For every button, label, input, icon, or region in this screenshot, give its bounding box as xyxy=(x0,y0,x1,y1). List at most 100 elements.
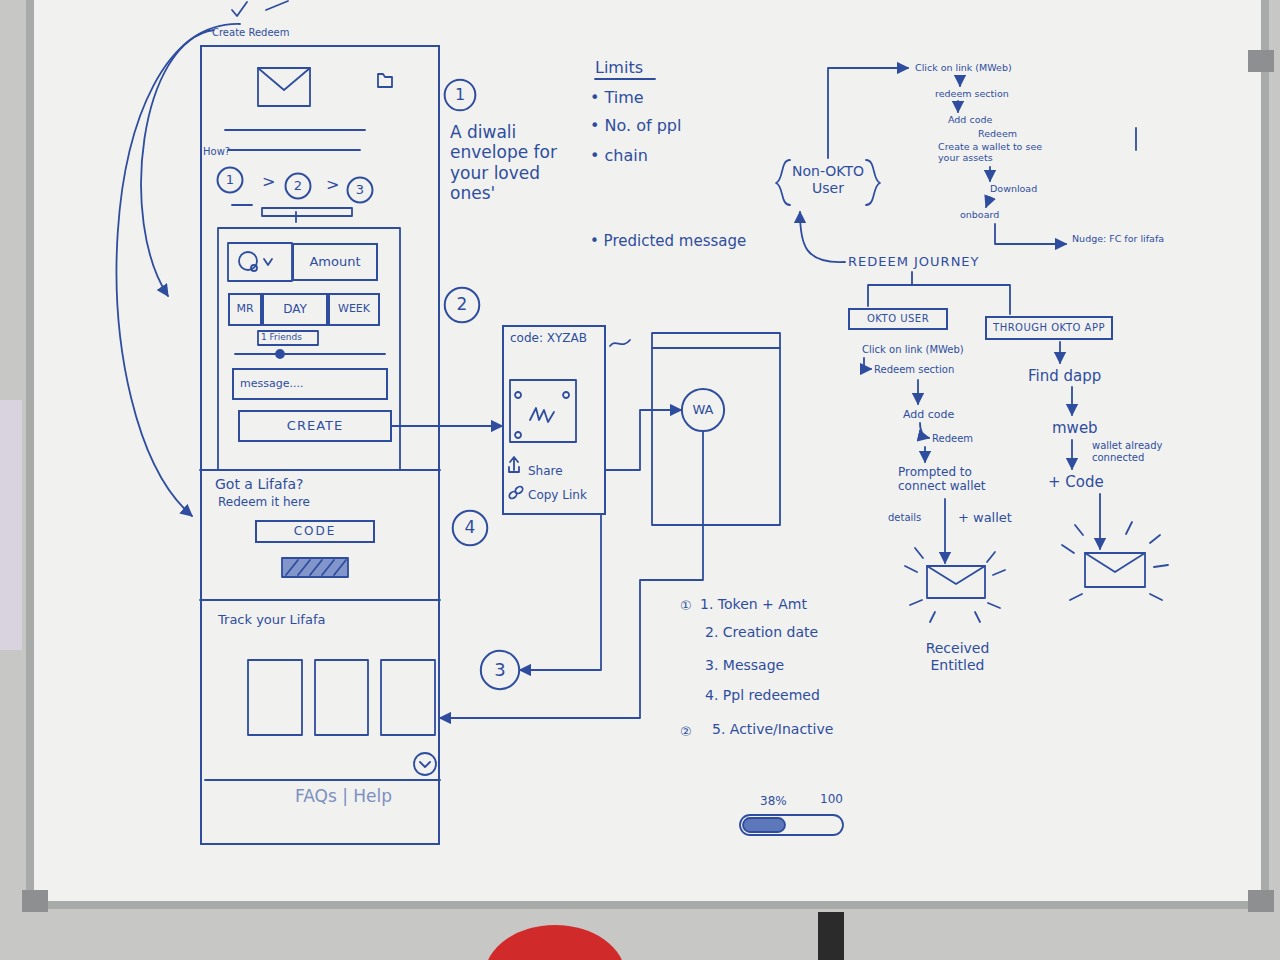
list-item: 1. Token + Amt xyxy=(700,596,807,613)
section-divider xyxy=(200,469,440,471)
phone-wireframe: Create Redeem123AmountMRDAYWEEKmessage..… xyxy=(200,45,440,845)
footer-link: FAQs | Help xyxy=(295,786,392,806)
flow-arrow xyxy=(917,380,919,404)
flow-step: Redeem xyxy=(932,433,973,445)
whatsapp-screen xyxy=(652,333,780,525)
token-icon xyxy=(239,252,257,270)
list-item: • chain xyxy=(590,146,648,165)
callout-number: 4 xyxy=(452,510,488,546)
node-text: Copy Link xyxy=(528,489,587,503)
progress-fill xyxy=(743,818,785,832)
step-bar xyxy=(295,212,297,222)
flow-step: onboard xyxy=(960,209,999,220)
envelope-icon xyxy=(1085,553,1145,587)
create-button: CREATE xyxy=(238,410,392,442)
whatsapp-circle: WA xyxy=(681,388,725,432)
pen-stroke xyxy=(1135,128,1137,150)
node-text: 1 xyxy=(455,86,465,104)
node-text: 3 xyxy=(494,660,505,681)
period-tab: MR xyxy=(228,293,262,326)
lifafa-card xyxy=(315,660,368,735)
sparkle-rays xyxy=(1062,522,1168,600)
message-field: message.... xyxy=(232,368,388,400)
pen-stroke xyxy=(610,340,630,346)
check-mark xyxy=(232,2,247,16)
form-panel xyxy=(218,228,400,470)
circle-outline xyxy=(218,168,243,193)
flow-step: Click on link (MWeb) xyxy=(915,62,1012,73)
flow-step: redeem section xyxy=(935,88,1009,99)
share-icon xyxy=(509,457,519,472)
node-text: Share xyxy=(528,465,563,479)
text-placeholder xyxy=(225,129,365,131)
callout-number: ② xyxy=(680,724,692,740)
node-text: WA xyxy=(692,403,713,418)
node-text: Create Redeem xyxy=(212,27,289,39)
flow-arrow xyxy=(995,224,1066,244)
step-separator: > xyxy=(326,175,339,194)
flow-step: wallet already connected xyxy=(1092,440,1192,464)
flow-arrow xyxy=(920,423,929,438)
list-item: 2. Creation date xyxy=(705,624,818,641)
flow-connector xyxy=(520,515,601,670)
underline xyxy=(595,78,655,80)
flow-connector xyxy=(606,410,681,470)
list-item: 3. Message xyxy=(705,657,784,674)
node-text: CREATE xyxy=(287,419,343,434)
flow-arrow xyxy=(944,499,946,563)
flow-step: Find dapp xyxy=(1028,367,1101,385)
tagline: A diwali envelope for your loved ones' xyxy=(450,122,580,204)
code-field: CODE xyxy=(255,520,375,543)
pen-stroke xyxy=(266,1,288,10)
flow-arrow xyxy=(864,358,871,369)
whiteboard xyxy=(30,0,1265,905)
flow-arrow xyxy=(959,76,961,86)
callout-number: 1 xyxy=(444,79,476,111)
brace xyxy=(776,160,790,205)
flow-arrow xyxy=(986,197,990,207)
circle-outline xyxy=(445,80,476,111)
frame-corner xyxy=(1248,890,1274,912)
flow-step: Prompted to connect wallet xyxy=(898,465,1023,494)
frame-corner xyxy=(1248,50,1274,72)
folder-icon xyxy=(378,74,392,87)
flow-arrow xyxy=(117,24,240,516)
envelope-icon xyxy=(927,566,985,598)
section-heading: Track your Lifafa xyxy=(218,612,325,628)
journey-heading: REDEEM JOURNEY xyxy=(848,254,980,270)
share-screen: code: XYZABShareCopy Link xyxy=(502,325,606,515)
redeem-button xyxy=(282,558,348,577)
step-circle: 2 xyxy=(285,173,311,199)
envelope-icon xyxy=(258,68,310,106)
flow-step: Download xyxy=(990,183,1037,194)
step-circle: 3 xyxy=(347,177,373,203)
qr-code xyxy=(510,380,576,442)
token-selector xyxy=(228,243,292,281)
node-text: 2 xyxy=(457,295,468,315)
list-item: • Time xyxy=(590,88,644,107)
flow-arrow xyxy=(989,167,991,181)
flow-step: Add code xyxy=(948,114,992,125)
sparkle-rays xyxy=(905,548,1005,622)
amount-field: Amount xyxy=(292,243,378,281)
flow-connector xyxy=(440,432,703,718)
node-text: CODE xyxy=(294,525,337,539)
node-text: THROUGH OKTO APP xyxy=(993,322,1105,334)
node-text: WEEK xyxy=(338,303,370,316)
node-text: 1 xyxy=(226,173,234,188)
envelope-icon xyxy=(258,68,310,90)
section-divider xyxy=(205,779,440,781)
node-text: 4 xyxy=(465,518,476,538)
period-tab: DAY xyxy=(262,293,328,326)
flow-arrow xyxy=(800,212,845,262)
flow-step: Add code xyxy=(903,408,954,421)
node-text: message.... xyxy=(240,378,303,391)
circle-outline xyxy=(348,178,373,203)
callout-number: ① xyxy=(680,598,692,614)
flow-step: Create a wallet to see your assets xyxy=(938,141,1043,164)
slider-track xyxy=(235,353,385,355)
flow-step: + Code xyxy=(1048,473,1104,491)
list-item: 5. Active/Inactive xyxy=(712,721,833,738)
circle-outline xyxy=(481,651,519,689)
